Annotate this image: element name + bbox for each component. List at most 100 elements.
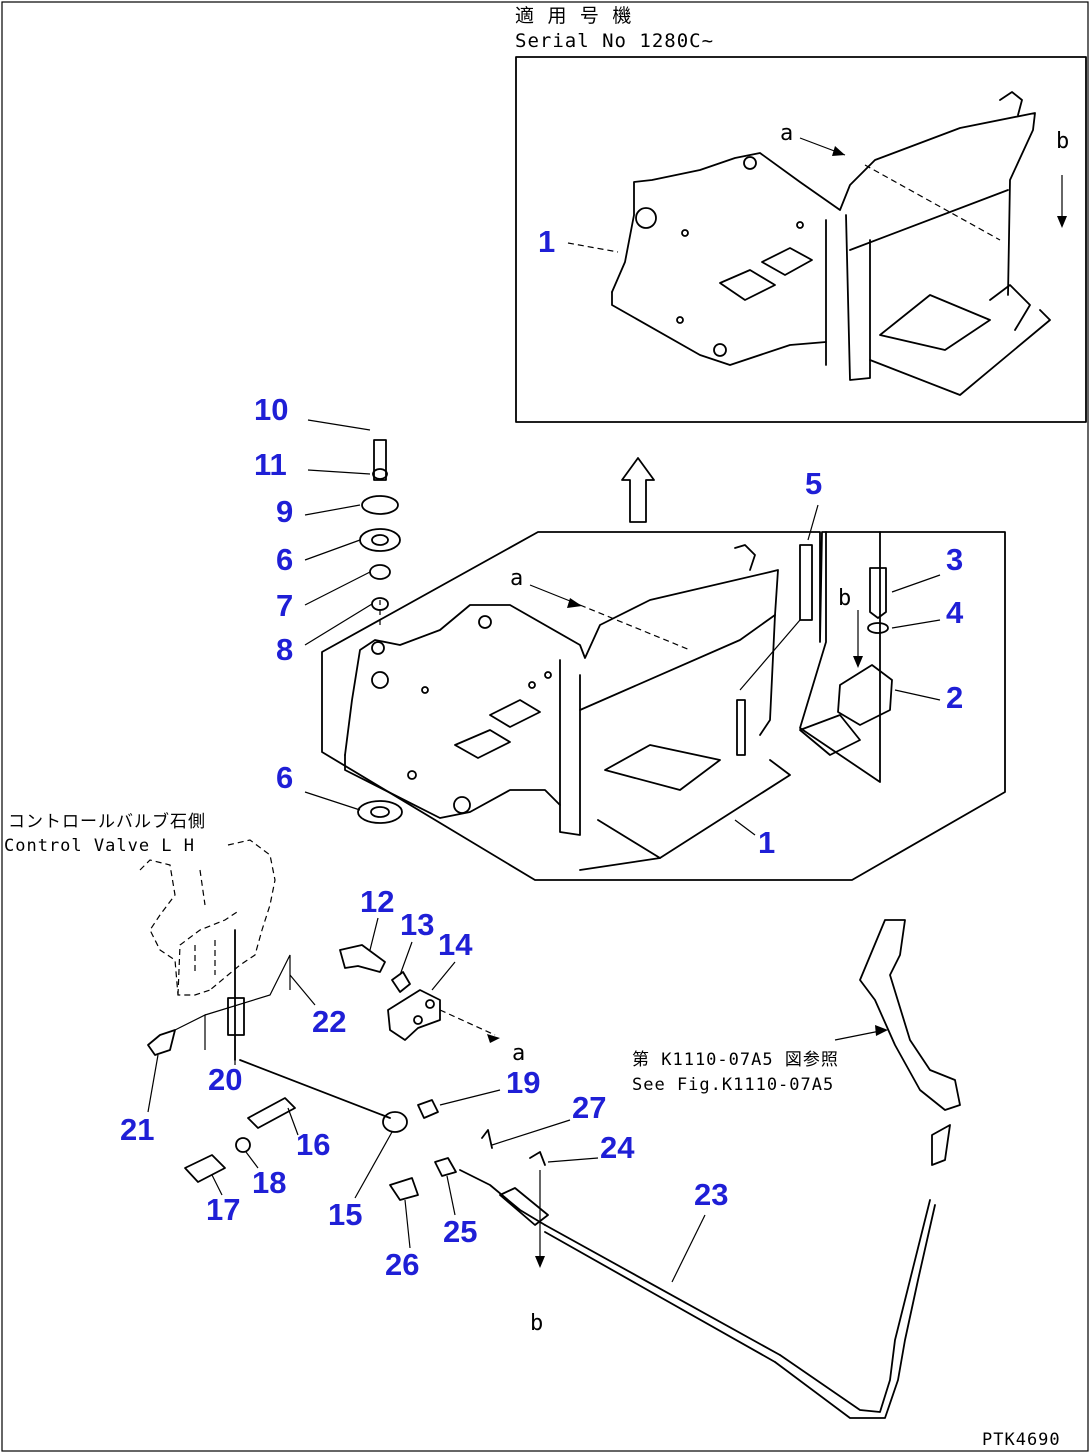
leader-14	[431, 961, 456, 991]
control-valve-note-en: Control Valve L H	[4, 836, 195, 856]
inset-view-b-mark: b	[1056, 129, 1069, 154]
latch-arrow-b-head	[853, 656, 863, 668]
leader-16	[287, 1107, 299, 1136]
pin-16	[247, 1097, 296, 1129]
bracket-22	[204, 954, 291, 1016]
leader-25	[446, 1175, 456, 1216]
main-arrow-a-head	[567, 598, 582, 608]
serial-note-jp: 適 用 号 機	[515, 5, 632, 27]
lower-view-b-mark: b	[530, 1311, 543, 1336]
washer-4	[867, 622, 889, 634]
leader-1-inset	[567, 242, 619, 253]
callout-5: 5	[805, 466, 822, 501]
main-view-a-mark: a	[510, 566, 523, 591]
mount-6-top-hole	[371, 534, 389, 546]
bolt-17	[184, 1154, 226, 1183]
bracket-14-hole-b	[413, 1015, 423, 1025]
inset-arrow-a-head	[832, 146, 845, 156]
inset-arrow-b-head	[1057, 216, 1067, 228]
clevis-20	[227, 997, 245, 1036]
callout-21: 21	[120, 1112, 154, 1147]
leader-17	[211, 1174, 223, 1196]
leader-13	[399, 941, 413, 976]
callout-19: 19	[506, 1065, 540, 1100]
cable-arrow-b-head	[535, 1256, 545, 1268]
bolt-10	[373, 439, 387, 481]
nut-19	[417, 1099, 439, 1119]
see-fig-note-en: See Fig.K1110-07A5	[632, 1075, 834, 1095]
cable-end-fitting	[931, 1124, 951, 1166]
callout-6-bottom: 6	[276, 760, 293, 795]
mount-6-top	[359, 528, 401, 552]
callout-1-inset: 1	[538, 224, 555, 259]
lower-view-a-mark: a	[512, 1041, 525, 1066]
callout-15: 15	[328, 1197, 362, 1232]
callout-18: 18	[252, 1165, 286, 1200]
callout-11: 11	[254, 447, 287, 482]
inset-box	[515, 56, 1087, 423]
latch-subframe	[799, 531, 881, 783]
clip-24	[529, 1151, 546, 1166]
pin-5-line	[739, 619, 801, 691]
bracket-22-left	[174, 1014, 206, 1050]
cable-end	[459, 1169, 546, 1226]
callout-20: 20	[208, 1062, 242, 1097]
inset-view-a-mark: a	[780, 121, 793, 146]
leader-22	[289, 974, 316, 1006]
callout-27: 27	[572, 1090, 606, 1125]
leader-5	[807, 504, 819, 541]
cable-23-loop	[779, 1199, 931, 1413]
callout-4: 4	[946, 595, 964, 630]
pin-5	[799, 544, 813, 621]
latch-view-b-mark: b	[838, 586, 851, 611]
callout-1-main: 1	[758, 825, 775, 860]
bolt-3	[869, 567, 887, 619]
latch-2	[837, 664, 893, 726]
main-floor-plate	[344, 544, 791, 871]
bolt-12	[339, 944, 386, 973]
link-rod	[239, 1059, 391, 1119]
control-lever	[859, 919, 961, 1111]
callout-24: 24	[600, 1130, 635, 1165]
cable-23-upper	[544, 1224, 781, 1356]
bracket-14	[387, 989, 441, 1041]
mount-6-bottom	[357, 800, 403, 824]
cable-23-loop-inner	[774, 1204, 936, 1419]
leader-6-top	[304, 539, 361, 561]
leader-7	[304, 571, 371, 606]
leader-26	[404, 1199, 411, 1249]
leader-8	[304, 603, 373, 646]
latch-base	[799, 714, 861, 756]
control-valve-note-jp: コントロールバルブ石側	[8, 811, 206, 832]
callout-23: 23	[694, 1177, 728, 1212]
see-fig-arrow-head	[875, 1025, 888, 1036]
washer-18	[235, 1137, 251, 1153]
leader-4	[891, 619, 941, 629]
leader-6-bottom	[304, 791, 361, 811]
nut-25	[434, 1157, 457, 1177]
mount-6-bottom-hole	[370, 806, 390, 818]
lockwasher-11	[372, 468, 388, 480]
leader-11	[307, 469, 371, 475]
callout-26: 26	[385, 1247, 419, 1282]
callout-10: 10	[254, 392, 288, 427]
callout-6-top: 6	[276, 542, 293, 577]
leader-19	[439, 1089, 501, 1106]
leader-27	[491, 1119, 571, 1146]
callout-16: 16	[296, 1127, 330, 1162]
cable-23-lower	[544, 1231, 776, 1363]
callout-3: 3	[946, 542, 963, 577]
leader-2	[894, 689, 941, 701]
pin-21	[147, 1029, 176, 1056]
leader-18	[245, 1151, 259, 1169]
leader-10	[307, 419, 371, 431]
callout-12: 12	[360, 884, 394, 919]
serial-note-en: Serial No 1280C~	[515, 30, 714, 52]
nut-13	[391, 971, 411, 993]
leader-24	[547, 1157, 599, 1163]
drawing-code: PTK4690	[982, 1430, 1061, 1450]
bracket-14-arrow	[487, 1034, 500, 1043]
